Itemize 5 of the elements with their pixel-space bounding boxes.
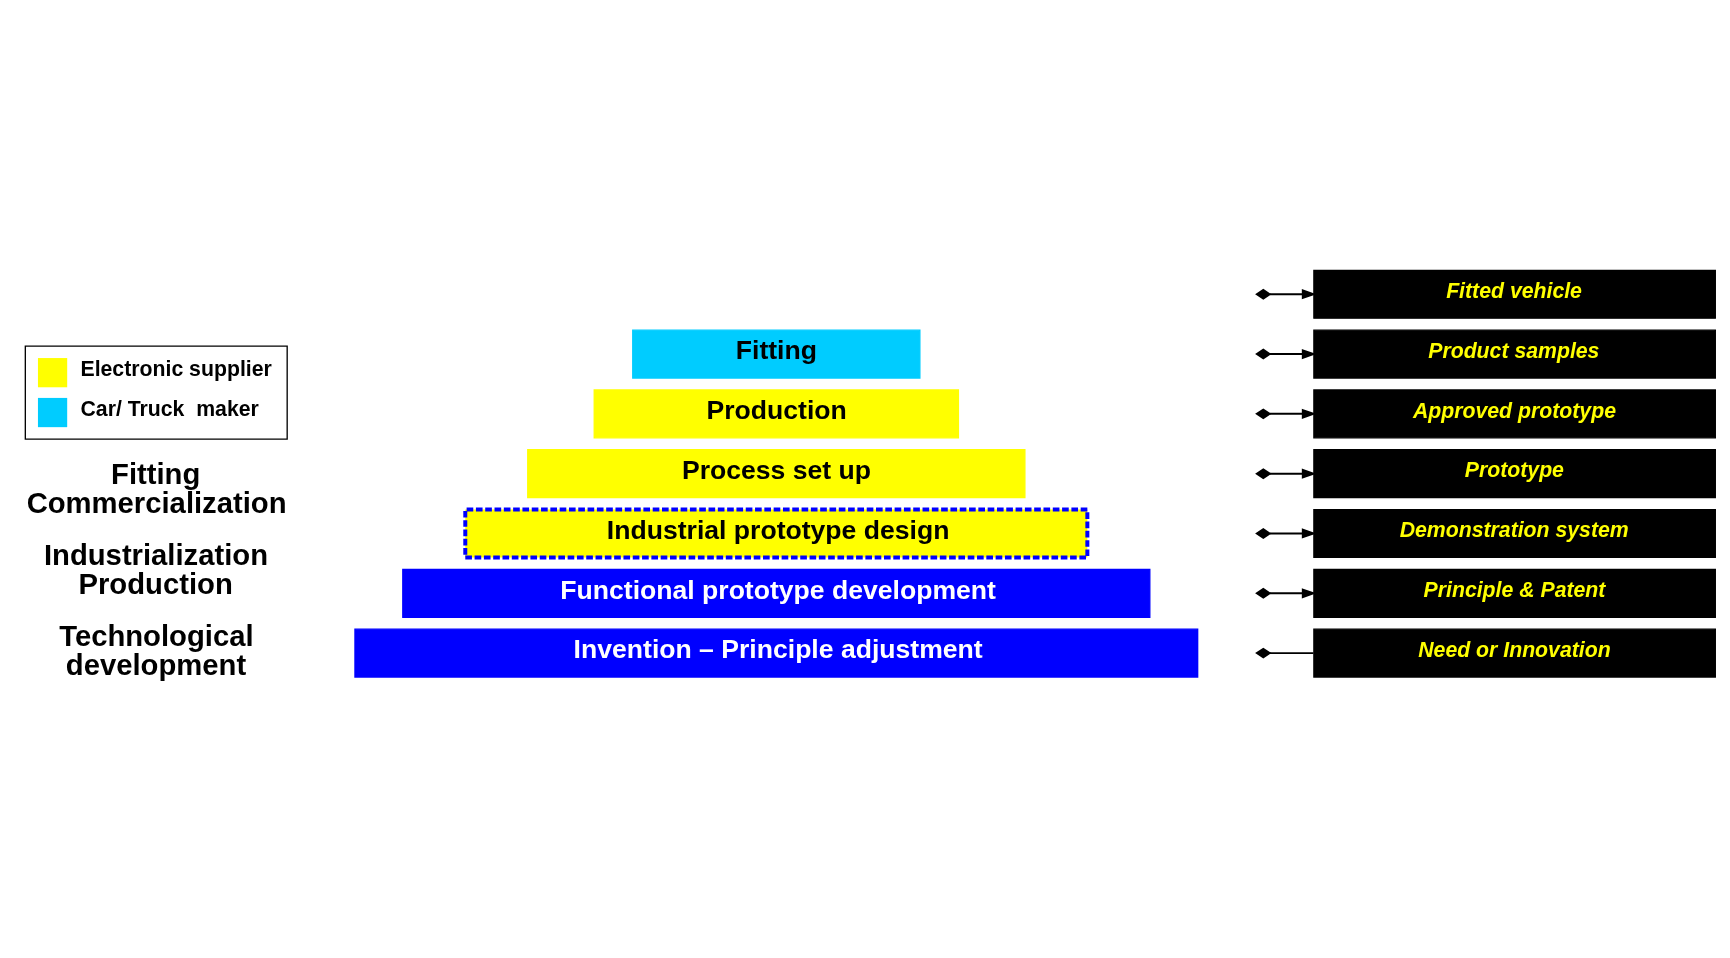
legend-label: Electronic supplier: [80, 357, 272, 382]
legend-label: Car/ Truck maker: [80, 397, 259, 422]
label: Technological development: [59, 619, 254, 682]
label: Industrialization Production: [43, 538, 269, 601]
label: Fitting Commercialization: [26, 457, 287, 520]
